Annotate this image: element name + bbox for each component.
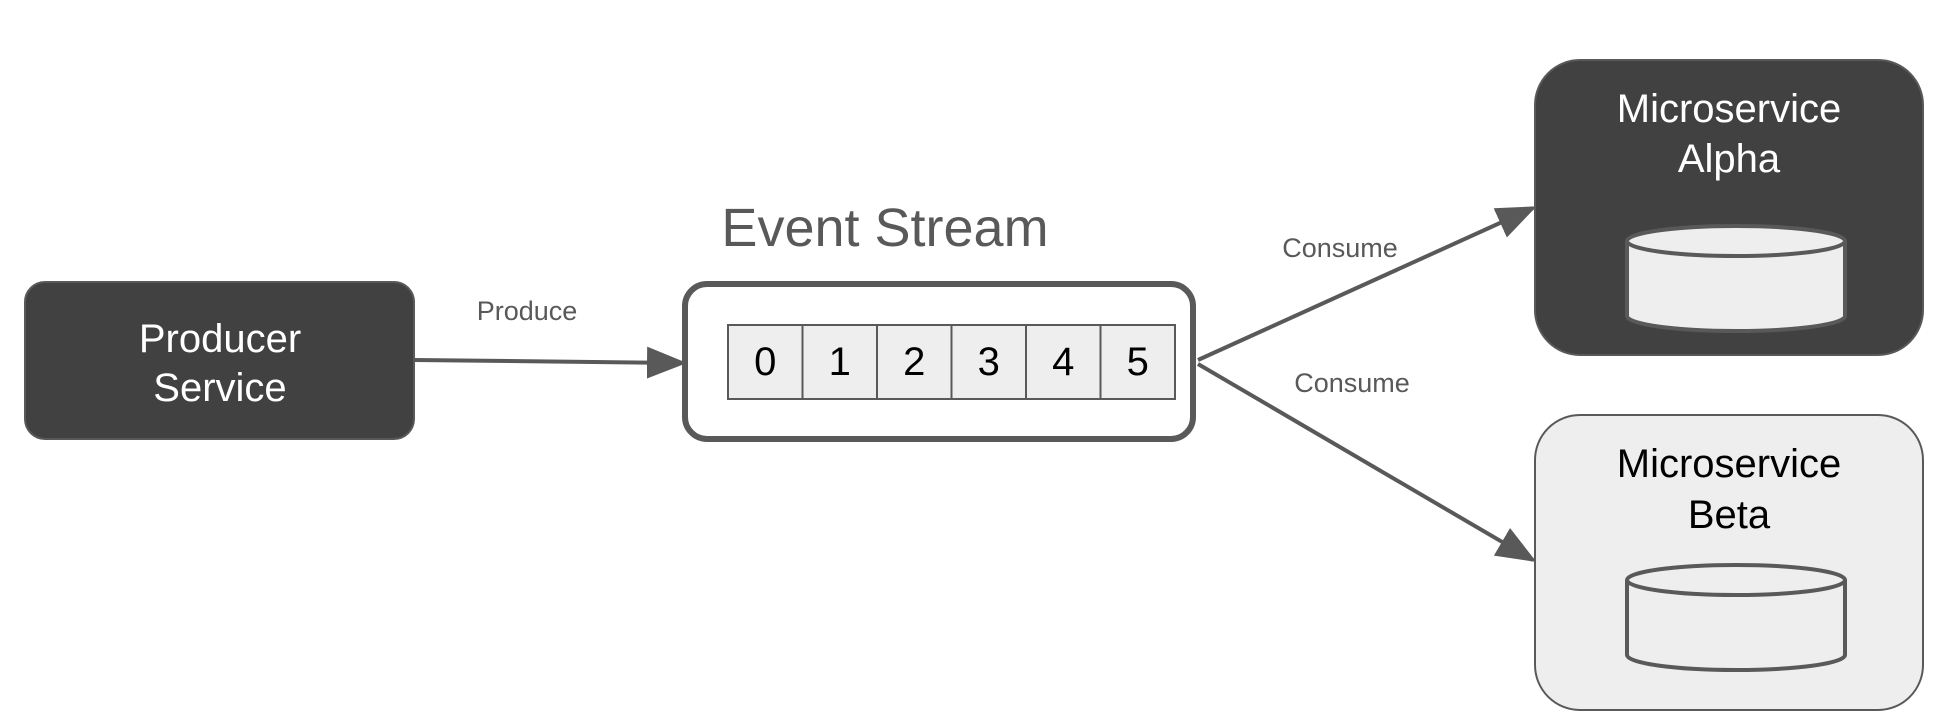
event-stream-cell: 2	[876, 324, 953, 400]
produce-label: Produce	[477, 296, 578, 326]
event-stream-cells: 0 1 2 3 4 5	[727, 324, 1176, 400]
event-stream-cell-label: 3	[978, 340, 1000, 384]
producer-service-label-line2: Service	[153, 366, 286, 410]
microservice-beta-label-line2: Beta	[1688, 493, 1771, 537]
producer-service-label-line1: Producer	[139, 317, 301, 361]
microservice-alpha-node: Microservice Alpha	[1534, 59, 1924, 356]
consume-arrow-alpha	[1197, 206, 1537, 362]
event-stream-cell-label: 0	[754, 340, 776, 384]
event-stream-cell-label: 5	[1127, 340, 1149, 384]
event-stream-cell-label: 2	[903, 340, 925, 384]
microservice-beta-node: Microservice Beta	[1534, 414, 1924, 711]
produce-arrow	[413, 346, 687, 379]
consume-label-bottom: Consume	[1294, 368, 1410, 398]
event-stream-cell: 3	[950, 324, 1027, 400]
event-stream-cell-label: 4	[1052, 340, 1074, 384]
event-stream-node: 0 1 2 3 4 5	[682, 281, 1196, 442]
microservice-beta-label-line1: Microservice	[1617, 442, 1841, 486]
database-icon-beta	[1625, 563, 1847, 672]
event-stream-cell: 4	[1025, 324, 1102, 400]
microservice-alpha-label-line1: Microservice	[1617, 87, 1841, 131]
event-stream-cell-box	[727, 324, 804, 400]
event-stream-cell: 1	[801, 324, 878, 400]
consume-label-top: Consume	[1282, 233, 1398, 263]
event-stream-cell-box	[1099, 324, 1176, 400]
event-stream-cell-box	[950, 324, 1027, 400]
event-stream-cell: 5	[1099, 324, 1176, 400]
event-stream-title: Event Stream	[721, 198, 1048, 258]
consume-arrow-beta	[1196, 362, 1537, 563]
event-stream-cell-box	[1025, 324, 1102, 400]
event-stream-cell-label: 1	[829, 340, 851, 384]
producer-service-node: Producer Service	[24, 281, 415, 440]
database-icon-alpha	[1625, 224, 1847, 333]
event-stream-cell: 0	[727, 324, 804, 400]
microservice-alpha-label-line2: Alpha	[1678, 137, 1781, 181]
